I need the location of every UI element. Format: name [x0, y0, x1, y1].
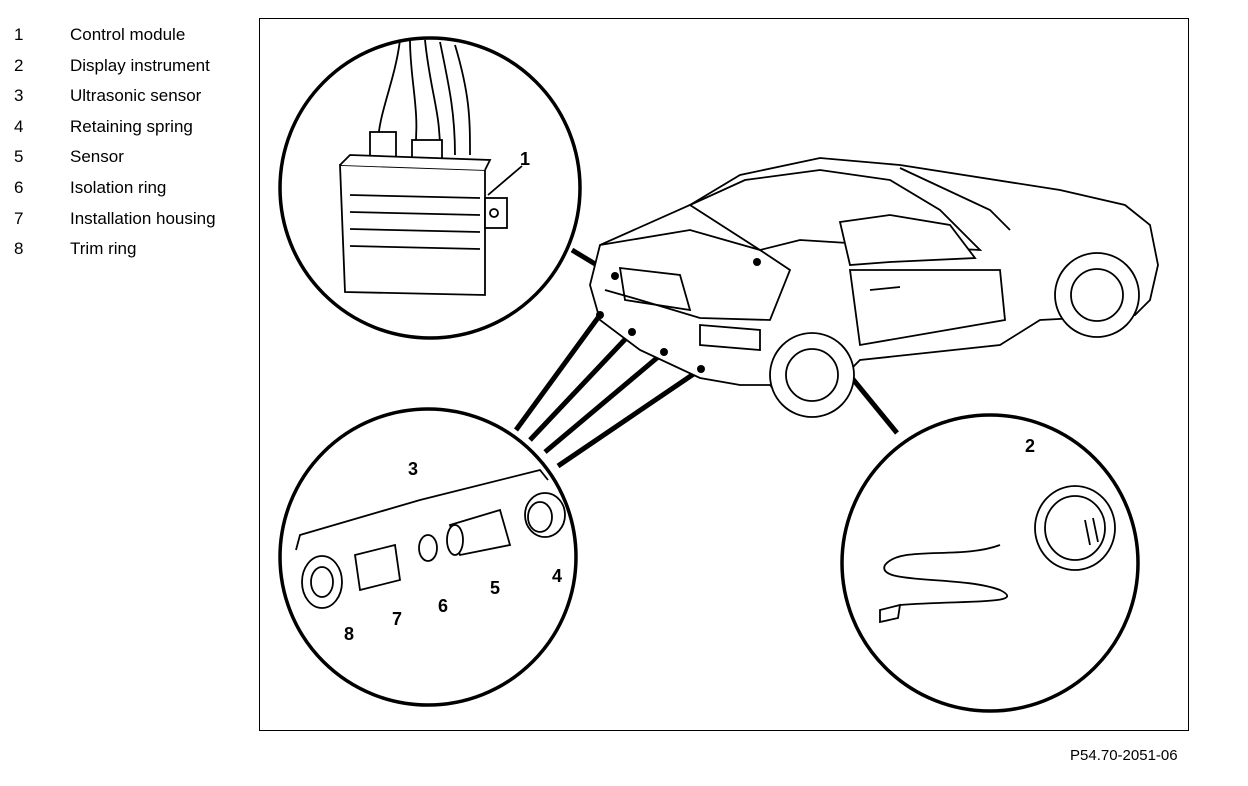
legend-item: 4 Retaining spring: [14, 112, 216, 143]
front-wheel: [1054, 252, 1140, 338]
legend-item: 1 Control module: [14, 20, 216, 51]
legend-number: 2: [14, 55, 24, 75]
detail-circle-control-module: 1: [278, 36, 582, 340]
side-window: [838, 214, 977, 266]
rear-wheel: [769, 332, 855, 418]
sensor-point: [697, 365, 705, 373]
sensor-point: [596, 311, 604, 319]
legend-item: 6 Isolation ring: [14, 173, 216, 204]
wire-harness: [377, 39, 471, 156]
cable-connector: [879, 603, 902, 624]
detail-circle-ultrasonic-sensor: 3 4 5 6 7 8: [278, 407, 578, 707]
legend-number: 8: [14, 239, 24, 259]
legend-label: Control module: [70, 25, 186, 44]
figure-code: P54.70-2051-06: [1070, 747, 1178, 764]
control-module-point: [611, 272, 619, 280]
legend-item: 2 Display instrument: [14, 51, 216, 82]
car-illustration: [589, 157, 1159, 418]
legend: 1 Control module 2 Display instrument 3 Ult…: [14, 20, 216, 265]
sensor-points: [596, 258, 761, 373]
door-handle: [869, 286, 901, 291]
legend-number: 6: [14, 177, 24, 197]
legend-item: 7 Installation housing: [14, 204, 216, 235]
roof-edge: [899, 167, 1011, 231]
door: [848, 269, 1006, 347]
callout-5: 5: [490, 578, 500, 598]
leader-line-sensor-3: [543, 350, 666, 454]
legend-item: 5 Sensor: [14, 142, 216, 173]
license-plate: [618, 266, 692, 312]
legend-number: 1: [14, 25, 24, 44]
legend-label: Installation housing: [70, 208, 216, 228]
display-cable: [879, 544, 1009, 621]
sensor-point: [628, 328, 636, 336]
trim-ring-inner: [310, 566, 334, 598]
bracket-3: [295, 468, 549, 551]
legend-label: Isolation ring: [70, 177, 167, 197]
leader-line-sensor-2: [528, 330, 634, 442]
legend-item: 8 Trim ring: [14, 234, 216, 265]
callout-3: 3: [408, 459, 418, 479]
legend-label: Ultrasonic sensor: [70, 86, 202, 106]
legend-item: 3 Ultrasonic sensor: [14, 81, 216, 112]
installation-housing-part: [353, 543, 402, 592]
callout-7: 7: [392, 609, 402, 629]
legend-label: Trim ring: [70, 239, 137, 259]
legend-number: 3: [14, 86, 24, 106]
leader-line-sensor-1: [513, 313, 603, 432]
callout-1: 1: [520, 149, 530, 169]
leader-line-sensor-4: [556, 366, 703, 469]
legend-label: Display instrument: [70, 55, 210, 75]
legend-label: Sensor: [70, 147, 124, 167]
callout-2: 2: [1025, 436, 1035, 456]
rear-wheel-rim: [785, 348, 839, 402]
detail-circle-display-instrument: 2: [840, 413, 1140, 713]
legend-label: Retaining spring: [70, 116, 193, 136]
isolation-ring-part: [418, 534, 438, 562]
legend-number: 7: [14, 208, 24, 228]
callout-6: 6: [438, 596, 448, 616]
display-point: [753, 258, 761, 266]
legend-number: 4: [14, 116, 24, 136]
figure-frame: [259, 18, 1189, 731]
control-module-top: [339, 154, 492, 171]
callout-4: 4: [552, 566, 562, 586]
front-wheel-rim: [1070, 268, 1124, 322]
sensor-point: [660, 348, 668, 356]
connector-plug: [369, 131, 397, 159]
tail-light: [699, 324, 761, 351]
callout-8: 8: [344, 624, 354, 644]
legend-number: 5: [14, 147, 24, 167]
